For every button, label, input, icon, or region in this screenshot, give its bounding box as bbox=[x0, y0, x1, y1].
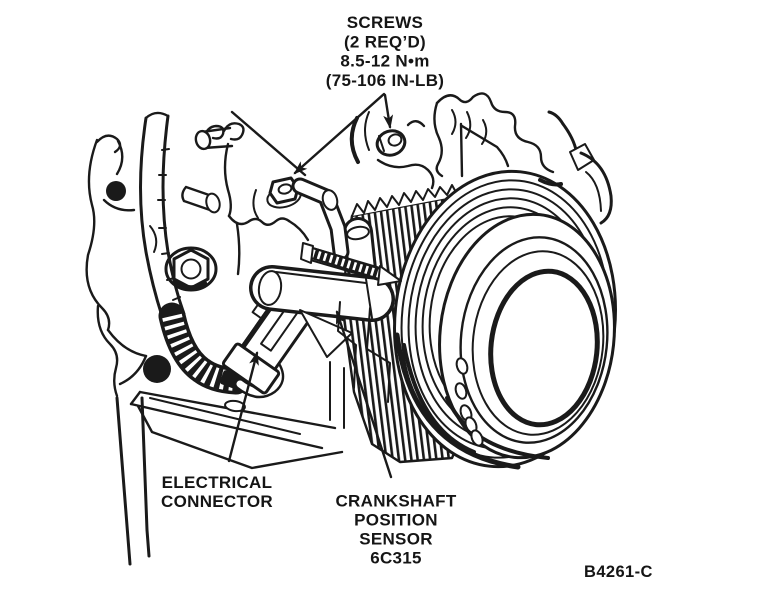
screws-callout-line-3: 8.5-12 N•m bbox=[340, 52, 429, 71]
conduit-edge bbox=[161, 114, 186, 316]
large-hex-bolt bbox=[164, 246, 218, 292]
engine-casting-upper bbox=[349, 92, 555, 190]
electrical-connector-callout-line-1: ELECTRICAL bbox=[162, 473, 273, 492]
sensor-callout-line-1: CRANKSHAFT bbox=[335, 492, 456, 511]
mounting-bracket bbox=[129, 390, 344, 470]
lower-bolt bbox=[143, 355, 171, 383]
sensor-callout-line-2: POSITION bbox=[354, 511, 438, 530]
callouts: SCREWS (2 REQ’D) 8.5-12 N•m (75-106 IN-L… bbox=[161, 13, 653, 581]
wiring-harness bbox=[139, 111, 285, 399]
pulley-balance-holes bbox=[454, 357, 484, 447]
screws-callout-line-1: SCREWS bbox=[347, 13, 423, 32]
sensor-leader bbox=[335, 310, 393, 479]
support-leg bbox=[115, 396, 132, 566]
conduit-edge bbox=[139, 116, 164, 318]
mounting-screws bbox=[266, 129, 407, 209]
screws-leader-right bbox=[383, 93, 394, 129]
arm-pivot-boss bbox=[321, 189, 339, 211]
electrical-connector-callout-line-2: CONNECTOR bbox=[161, 492, 273, 511]
side-bolt bbox=[205, 192, 221, 214]
sensor-mounting-stud bbox=[300, 242, 402, 286]
sensor-callout-line-3: SENSOR bbox=[359, 530, 433, 549]
crankshaft-pulley bbox=[393, 169, 617, 470]
mounting-screw-upper bbox=[375, 129, 407, 157]
support-leg bbox=[140, 396, 151, 558]
figure-id: B4261-C bbox=[584, 563, 653, 581]
connector-leader bbox=[227, 351, 259, 463]
screws-leader-left bbox=[293, 92, 386, 175]
screws-callout-line-2: (2 REQ’D) bbox=[344, 33, 426, 52]
screws-callout-line-4: (75-106 IN-LB) bbox=[326, 71, 445, 90]
engine-block bbox=[85, 110, 310, 566]
leader-arrows bbox=[227, 92, 394, 479]
pulley-center-opening bbox=[488, 268, 600, 428]
belt-keeper-hook bbox=[538, 110, 613, 225]
sensor-callout-line-4: 6C315 bbox=[370, 549, 422, 568]
mounting-screw-front bbox=[266, 176, 302, 209]
crankshaft-position-sensor bbox=[221, 177, 402, 429]
